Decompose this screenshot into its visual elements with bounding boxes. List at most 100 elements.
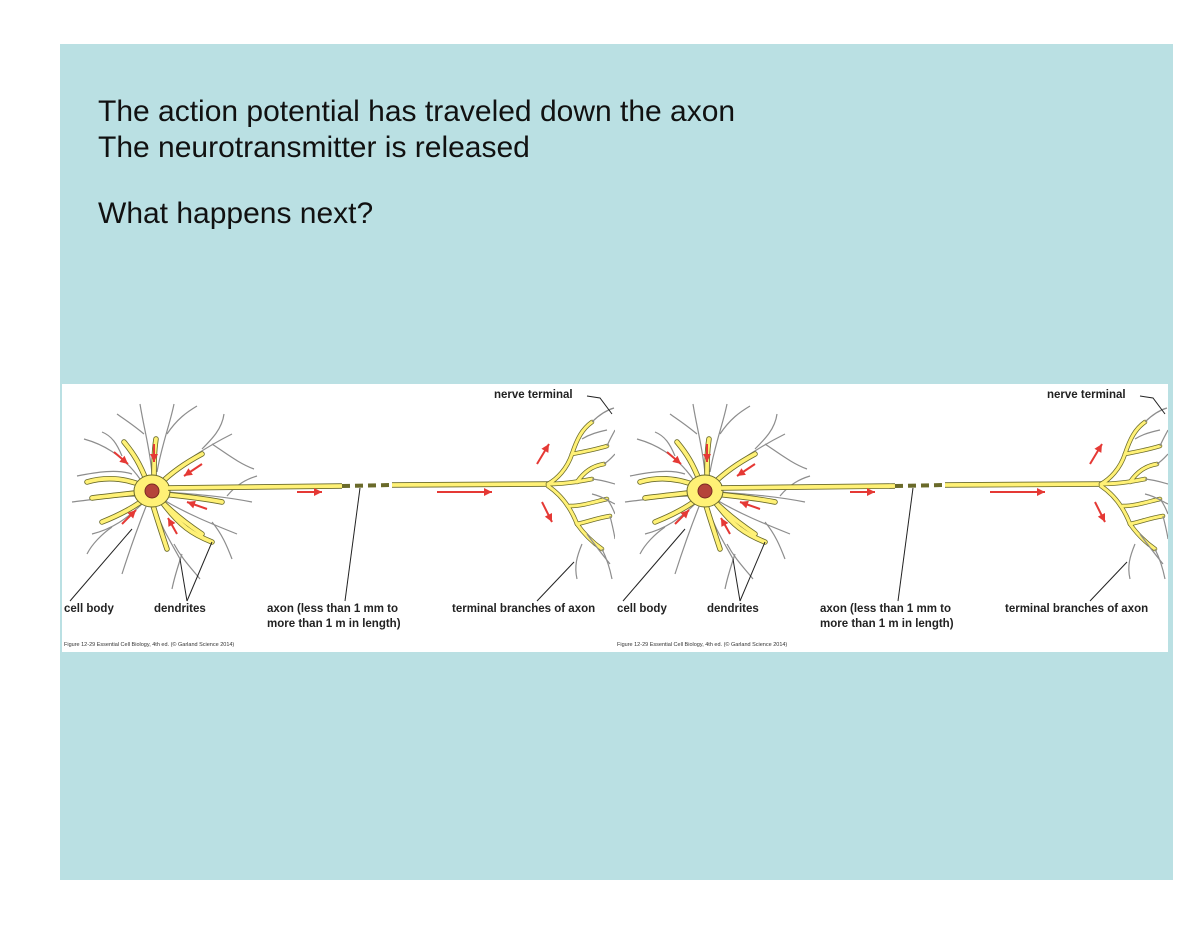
pointer-terminal-branches: [536, 561, 575, 602]
terminal-fibre: [581, 429, 608, 440]
terminal-branch-outline: [545, 451, 575, 487]
dendrite-branch: [83, 438, 141, 480]
terminal-branch: [1099, 484, 1132, 526]
signal-arrow: [720, 517, 731, 535]
terminal-fibre: [606, 429, 615, 447]
dendrite-branch: [779, 475, 811, 497]
terminal-fibre: [1134, 429, 1161, 440]
dendrite-branch: [76, 470, 133, 477]
pointer-dendrites: [739, 541, 766, 602]
neuron-figure-left: nerve terminal cell body dendrites axon …: [62, 384, 615, 652]
axon-break: [341, 483, 393, 488]
terminal-fibre: [575, 543, 583, 580]
dendrite-branch: [161, 498, 238, 535]
terminal-fibre: [591, 493, 615, 505]
dendrite-branch: [121, 503, 148, 575]
terminal-fibre: [1144, 407, 1168, 423]
dendrite-branch: [116, 413, 145, 435]
terminal-branch: [568, 497, 609, 508]
dendrite-branch: [156, 403, 175, 473]
terminal-branch: [575, 462, 606, 484]
signal-arrow: [990, 488, 1045, 496]
terminal-branch: [570, 444, 609, 456]
dendrite-branch: [139, 403, 153, 475]
dendrite-branch: [764, 443, 808, 470]
dendrite-branch: [654, 431, 676, 457]
nucleus: [697, 483, 713, 499]
figure-credit: Figure 12-29 Essential Cell Biology, 4th…: [617, 642, 788, 648]
dendrite-branch: [674, 503, 701, 575]
dendrite-branch: [211, 443, 255, 470]
label-terminal-branches: terminal branches of axon: [452, 603, 596, 615]
signal-arrow: [703, 444, 711, 462]
dendrite-branch: [166, 405, 198, 435]
terminal-branch: [570, 420, 594, 456]
label-axon-line2: more than 1 m in length): [267, 618, 401, 630]
dendrite-trunk: [675, 440, 702, 484]
signal-arrow: [674, 509, 690, 525]
label-dendrites: dendrites: [707, 603, 759, 615]
slide-text: The action potential has traveled down t…: [98, 94, 735, 232]
signal-arrow: [186, 500, 208, 510]
dendrite-branch: [226, 475, 258, 497]
text-line-question: What happens next?: [98, 197, 374, 230]
dendrite-branch: [171, 553, 183, 590]
neuron-diagram-left: [69, 395, 615, 602]
nucleus: [144, 483, 160, 499]
signal-arrow: [850, 488, 875, 496]
terminal-fibre: [591, 407, 615, 423]
terminal-branch: [1123, 444, 1162, 456]
dendrite-branch: [86, 526, 113, 555]
terminal-branch: [546, 484, 579, 526]
terminal-fibre: [1156, 453, 1168, 465]
dendrite-trunk: [122, 440, 149, 484]
axon: [720, 484, 896, 490]
text-line-action-potential: The action potential has traveled down t…: [98, 95, 736, 128]
dendrite-branch: [91, 501, 145, 535]
text-line-neurotransmitter: The neurotransmitter is released: [98, 131, 530, 164]
neuron-figure-right: nerve terminal cell body dendrites axon …: [615, 384, 1168, 652]
pointer-axon: [897, 487, 914, 602]
dendrite-branch: [636, 438, 694, 480]
label-nerve-terminal: nerve terminal: [1047, 389, 1126, 401]
label-terminal-branches: terminal branches of axon: [1005, 603, 1149, 615]
dendrite-branch: [644, 501, 698, 535]
terminal-fibre: [1128, 543, 1136, 580]
terminal-fibre: [606, 498, 615, 515]
terminal-branch: [1123, 420, 1147, 456]
terminal-branch: [1128, 522, 1157, 551]
axon: [167, 484, 343, 490]
dendrite-branch: [754, 413, 778, 450]
figure-credit: Figure 12-29 Essential Cell Biology, 4th…: [64, 642, 235, 648]
dendrite-branch: [173, 543, 201, 580]
dendrite-branch: [724, 553, 736, 590]
pointer-dendrites: [186, 541, 213, 602]
terminal-branch: [575, 514, 612, 526]
label-nerve-terminal: nerve terminal: [494, 389, 573, 401]
signal-arrow: [437, 488, 492, 496]
pointer-cell-body: [69, 528, 133, 602]
signal-arrow: [736, 463, 756, 477]
signal-arrow: [739, 500, 761, 510]
signal-arrow: [183, 463, 203, 477]
terminal-branch-outline: [1098, 451, 1128, 487]
dendrite-branch: [726, 543, 754, 580]
label-cell-body: cell body: [617, 603, 667, 615]
signal-arrow: [536, 443, 550, 465]
terminal-fibre: [1162, 515, 1168, 540]
dendrite-branch: [764, 521, 786, 560]
terminal-branch: [1128, 514, 1165, 526]
terminal-branch: [546, 477, 594, 486]
signal-arrow: [1094, 501, 1106, 523]
terminal-fibre: [601, 548, 613, 580]
dendrite-trunk: [713, 500, 767, 544]
signal-arrow: [113, 451, 129, 465]
neuron-diagram-right: [622, 395, 1168, 602]
terminal-fibre: [586, 533, 611, 565]
dendrite-branch: [709, 403, 728, 473]
pointer-axon: [344, 487, 361, 602]
axon-break: [894, 483, 946, 488]
dendrite-branch: [639, 526, 666, 555]
label-dendrites: dendrites: [154, 603, 206, 615]
terminal-fibre: [1144, 493, 1168, 505]
